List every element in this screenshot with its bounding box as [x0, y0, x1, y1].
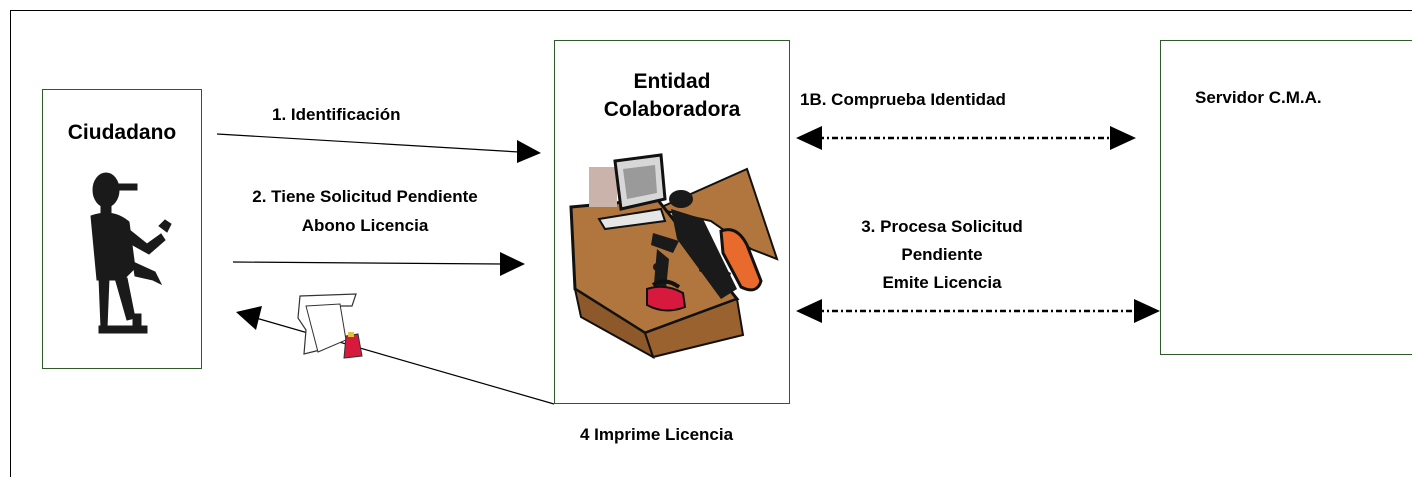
identificacion-arrow-line: [216, 133, 520, 153]
solicitud-arrow-head: [500, 252, 525, 276]
comprueba-arrow-head-left: [796, 126, 822, 150]
diagram-frame: [10, 10, 1412, 477]
entidad-box: Entidad Colaboradora: [554, 40, 790, 404]
procesa-arrow-head-right: [1134, 299, 1160, 323]
servidor-box: Servidor C.M.A.: [1160, 40, 1412, 355]
identificacion-label: 1. Identificación: [272, 105, 401, 124]
procesa-arrow-head-left: [796, 299, 822, 323]
comprueba-label: 1B. Comprueba Identidad: [800, 90, 1006, 109]
license-document-icon: [297, 293, 363, 359]
office-desk-icon: [569, 153, 779, 359]
imprime-arrow-line: [255, 317, 555, 405]
ciudadano-box: Ciudadano: [42, 89, 202, 369]
solicitud-label-line2: Abono Licencia: [301, 216, 429, 235]
servidor-label: Servidor C.M.A.: [1195, 88, 1322, 107]
identificacion-arrow-head: [517, 140, 541, 163]
imprime-label: 4 Imprime Licencia: [580, 425, 734, 444]
procesa-label-line3: Emite Licencia: [882, 273, 1002, 292]
entidad-label-line2: Colaboradora: [603, 98, 741, 121]
solicitud-arrow-line: [232, 261, 503, 265]
procesa-label-line2: Pendiente: [901, 245, 983, 264]
imprime-arrow-head: [236, 306, 262, 330]
solicitud-label-line1: 2. Tiene Solicitud Pendiente: [252, 187, 478, 206]
ciudadano-label: Ciudadano: [67, 121, 177, 144]
procesa-label-line1: 3. Procesa Solicitud: [861, 217, 1023, 236]
comprueba-arrow-head-right: [1110, 126, 1136, 150]
entidad-label-line1: Entidad: [633, 70, 711, 93]
citizen-figure-icon: [90, 172, 172, 334]
